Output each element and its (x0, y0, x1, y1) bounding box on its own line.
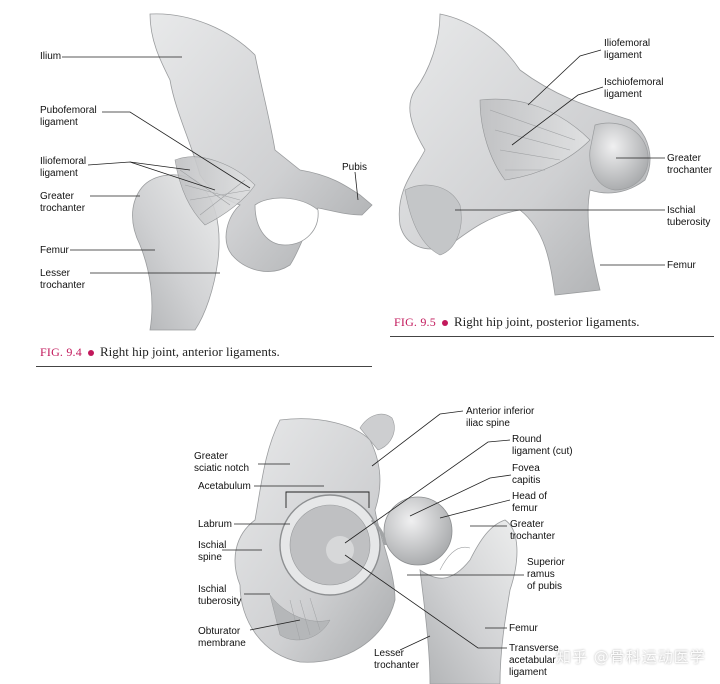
lateral-leader-lines (222, 410, 524, 651)
label-round-ligament: Round ligament (cut) (512, 434, 573, 457)
label-ischial-tuberosity-posterior: Ischial tuberosity (667, 205, 711, 228)
label-greater-trochanter-posterior: Greater trochanter (667, 153, 713, 176)
label-head-of-femur: Head of femur (512, 491, 548, 514)
label-femur-posterior: Femur (667, 260, 696, 271)
caption-bullet-icon (441, 319, 448, 326)
anterior-view-illustration (132, 13, 373, 331)
caption-fig-9-4: FIG. 9.4 Right hip joint, anterior ligame… (40, 344, 280, 360)
caption-number-9-5: FIG. 9.5 (394, 315, 436, 329)
label-anterior-inferior-iliac-spine: Anterior inferior iliac spine (466, 406, 535, 429)
label-femur-anterior: Femur (40, 245, 69, 256)
label-labrum: Labrum (198, 519, 232, 530)
label-greater-trochanter-anterior: Greater trochanter (40, 191, 86, 214)
label-lesser-trochanter-lateral: Lesser trochanter (374, 648, 420, 671)
caption-bullet-icon (87, 349, 94, 356)
lateral-view-illustration (234, 413, 518, 684)
label-greater-sciatic-notch: Greater sciatic notch (194, 451, 250, 474)
label-ilium: Ilium (40, 51, 62, 62)
label-iliofemoral-ligament-anterior: Iliofemoral ligament (40, 156, 87, 179)
label-pubis: Pubis (342, 162, 368, 173)
caption-rule-9-4 (36, 366, 372, 367)
posterior-view-illustration (398, 13, 651, 296)
label-ischial-spine: Ischial spine (198, 540, 227, 563)
label-transverse-acetabular-ligament: Transverse acetabular ligament (509, 643, 559, 678)
label-greater-trochanter-lateral: Greater trochanter (510, 519, 556, 542)
label-acetabulum: Acetabulum (198, 481, 251, 492)
label-fovea-capitis: Fovea capitis (512, 463, 541, 486)
label-ischiofemoral-ligament: Ischiofemoral ligament (604, 77, 664, 100)
label-lesser-trochanter-anterior: Lesser trochanter (40, 268, 86, 291)
caption-text-9-5: Right hip joint, posterior ligaments. (453, 314, 640, 329)
label-iliofemoral-ligament-posterior: Iliofemoral ligament (604, 38, 651, 61)
label-pubofemoral-ligament: Pubofemoral ligament (40, 105, 97, 128)
label-ischial-tuberosity-lateral: Ischial tuberosity (198, 584, 242, 607)
watermark-text: 知乎 @骨科运动医学 (556, 648, 706, 666)
anterior-leader-lines (62, 56, 359, 274)
posterior-leader-lines (455, 49, 665, 266)
caption-number-9-4: FIG. 9.4 (40, 345, 82, 359)
caption-rule-9-5 (390, 336, 714, 337)
label-obturator-membrane: Obturator membrane (198, 626, 246, 649)
caption-fig-9-5: FIG. 9.5 Right hip joint, posterior ligam… (394, 314, 640, 330)
label-superior-ramus-of-pubis: Superior ramus of pubis (527, 557, 565, 592)
label-femur-lateral: Femur (509, 623, 538, 634)
caption-text-9-4: Right hip joint, anterior ligaments. (99, 344, 280, 359)
